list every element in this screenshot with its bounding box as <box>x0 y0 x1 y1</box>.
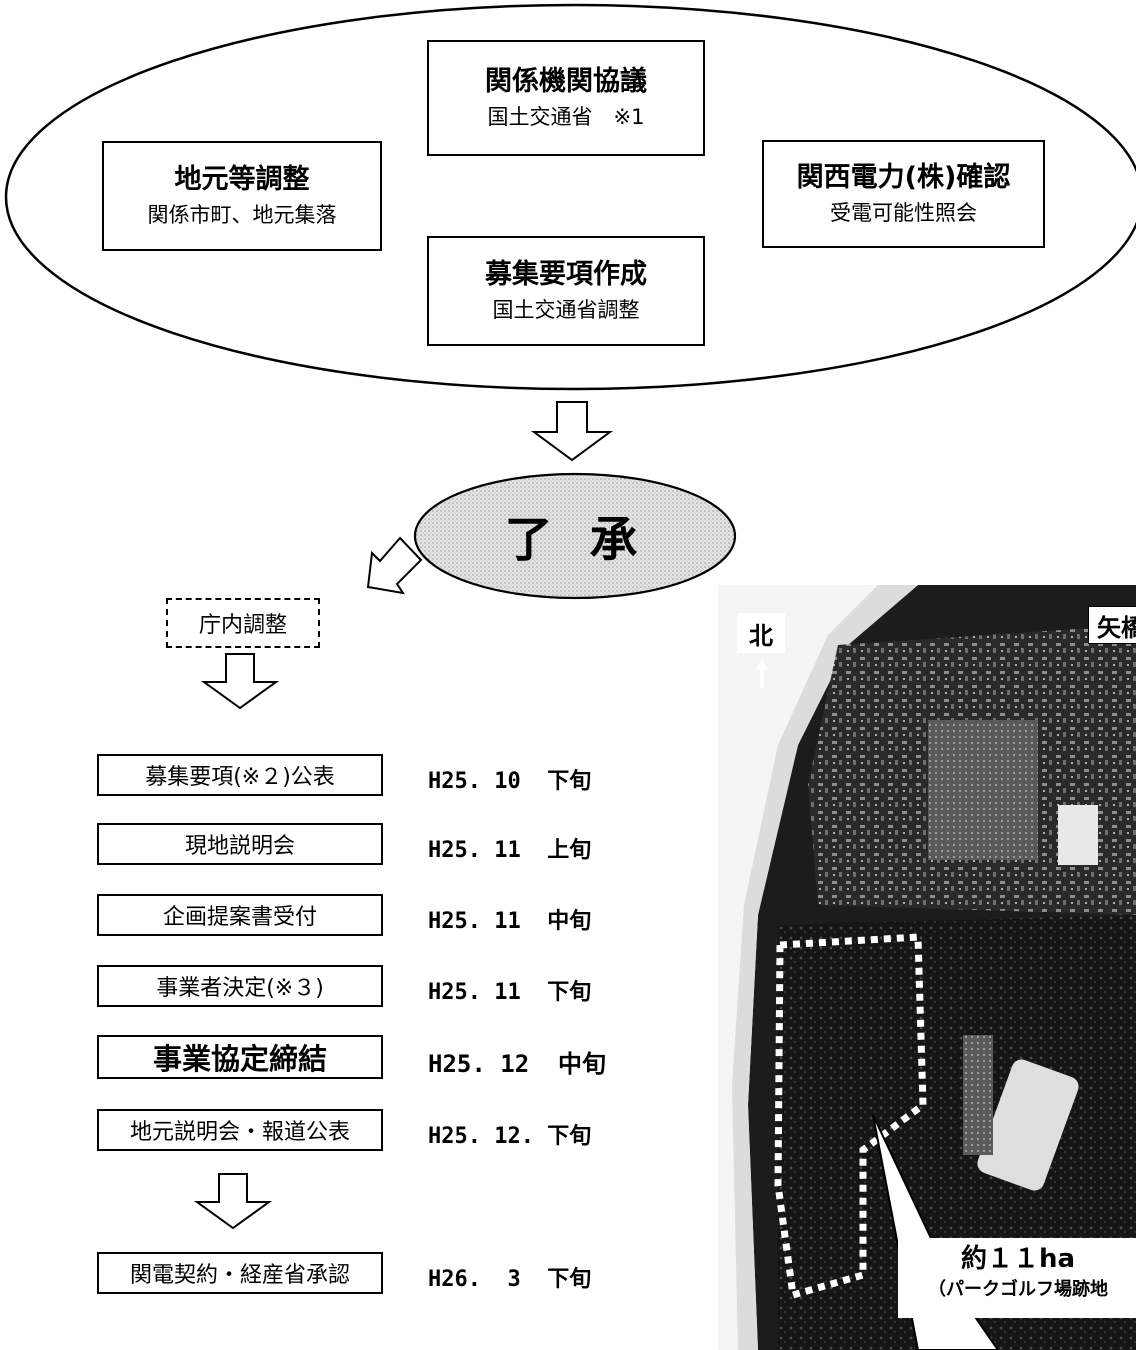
area-callout: 約１１ha （パークゴルフ場跡地 <box>898 1238 1136 1318</box>
step-kikaku-teian-date: H25. 11 中旬 <box>428 909 592 934</box>
step-boshu-kohyo-date: H25. 10 下旬 <box>428 769 592 794</box>
map-corner-label: 矢橋 <box>1088 606 1136 644</box>
down-arrow-icon <box>193 1173 273 1230</box>
box-boshu-sub: 国土交通省調整 <box>492 297 640 322</box>
step-kanden-keiyaku-date: H26. 3 下旬 <box>428 1267 592 1292</box>
aerial-map-image <box>718 585 1136 1350</box>
box-kankei-kikan: 関係機関協議 国土交通省 ※1 <box>427 40 705 156</box>
approval-ellipse <box>413 472 737 600</box>
aerial-map <box>718 585 1136 1350</box>
step-kikaku-teian: 企画提案書受付 <box>97 894 383 936</box>
box-kansai-denryoku: 関西電力(株)確認 受電可能性照会 <box>762 140 1045 248</box>
box-kankei-title: 関係機関協議 <box>485 65 647 97</box>
consultation-oval <box>4 3 1136 391</box>
step-jigyosha-kettei-date: H25. 11 下旬 <box>428 980 592 1005</box>
box-kankei-sub: 国土交通省 ※1 <box>487 104 645 129</box>
box-boshu-title: 募集要項作成 <box>485 258 647 290</box>
area-note: （パークゴルフ場跡地 <box>928 1279 1108 1301</box>
box-kansai-title: 関西電力(株)確認 <box>796 161 1011 193</box>
box-jimoto-title: 地元等調整 <box>174 163 310 195</box>
step-jigyo-kyotei-date: H25. 12 中旬 <box>428 1050 607 1078</box>
area-value: 約１１ha <box>960 1244 1076 1274</box>
step-jigyo-kyotei: 事業協定締結 <box>97 1035 383 1079</box>
step-jigyosha-kettei: 事業者決定(※３) <box>97 965 383 1007</box>
box-jimoto-sub: 関係市町、地元集落 <box>147 202 337 227</box>
north-arrow-icon <box>756 658 768 688</box>
step-boshu-kohyo: 募集要項(※２)公表 <box>97 754 383 796</box>
box-jimoto: 地元等調整 関係市町、地元集落 <box>102 141 382 251</box>
step-jimoto-hodo-date: H25. 12. 下旬 <box>428 1124 592 1149</box>
internal-coordination-box: 庁内調整 <box>166 598 320 648</box>
step-kanden-keiyaku: 関電契約・経産省承認 <box>97 1252 383 1294</box>
step-genchi-setsumeikai: 現地説明会 <box>97 823 383 865</box>
box-kansai-sub: 受電可能性照会 <box>830 200 977 225</box>
step-genchi-setsumeikai-date: H25. 11 上旬 <box>428 838 592 863</box>
diagonal-arrow-icon <box>366 536 423 595</box>
box-boshu-yoko: 募集要項作成 国土交通省調整 <box>427 236 705 346</box>
down-arrow-icon <box>530 401 614 462</box>
approval-text: 了 承 <box>504 512 648 568</box>
down-arrow-icon <box>200 653 280 710</box>
step-jimoto-hodo: 地元説明会・報道公表 <box>97 1109 383 1151</box>
north-label: 北 <box>737 613 785 653</box>
